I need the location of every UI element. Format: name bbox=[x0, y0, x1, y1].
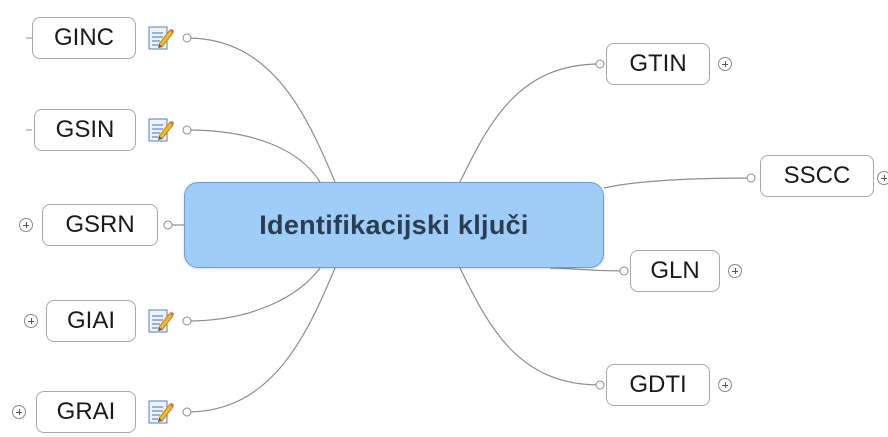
topic-grai[interactable]: GRAI bbox=[36, 391, 136, 433]
central-topic[interactable]: Identifikacijski ključi bbox=[184, 182, 604, 268]
plus-circle-icon[interactable] bbox=[718, 378, 732, 392]
topic-label: GDTI bbox=[629, 371, 687, 398]
plus-circle-icon[interactable] bbox=[19, 218, 33, 232]
connector-dot-gdti bbox=[595, 380, 605, 390]
connector-gtin bbox=[459, 63, 601, 183]
plus-circle-icon[interactable] bbox=[877, 171, 888, 185]
central-topic-label: Identifikacijski ključi bbox=[259, 209, 529, 240]
connector-dot-giai bbox=[182, 316, 192, 326]
note-pencil-icon[interactable] bbox=[146, 116, 174, 144]
topic-label: GLN bbox=[650, 257, 700, 284]
topic-gdti[interactable]: GDTI bbox=[606, 364, 710, 406]
connector-grai bbox=[186, 267, 336, 413]
note-pencil-icon[interactable] bbox=[146, 307, 174, 335]
plus-circle-icon[interactable] bbox=[718, 57, 732, 71]
topic-label: GIAI bbox=[66, 307, 115, 334]
topic-label: GINC bbox=[54, 24, 114, 51]
connector-dot-grai bbox=[182, 407, 192, 417]
topic-gsrn[interactable]: GSRN bbox=[42, 204, 158, 246]
note-pencil-icon[interactable] bbox=[146, 24, 174, 52]
connector-dot-gln bbox=[619, 266, 629, 276]
topic-gsin[interactable]: GSIN bbox=[34, 109, 136, 151]
connector-dot-gtin bbox=[595, 59, 605, 69]
connector-dot-ginc bbox=[182, 33, 192, 43]
topic-label: GSRN bbox=[65, 211, 135, 238]
connector-dot-sscc bbox=[746, 173, 756, 183]
connector-dot-gsrn bbox=[163, 220, 173, 230]
plus-circle-icon[interactable] bbox=[728, 264, 742, 278]
connector-giai bbox=[186, 267, 321, 322]
connector-ginc bbox=[186, 37, 336, 183]
topic-label: SSCC bbox=[783, 162, 851, 189]
topic-ginc[interactable]: GINC bbox=[32, 17, 136, 59]
topic-gtin[interactable]: GTIN bbox=[606, 43, 710, 85]
topic-gln[interactable]: GLN bbox=[630, 250, 720, 292]
topic-giai[interactable]: GIAI bbox=[46, 300, 136, 342]
plus-circle-icon[interactable] bbox=[12, 405, 26, 419]
connector-sscc bbox=[603, 177, 752, 189]
note-pencil-icon[interactable] bbox=[146, 398, 174, 426]
connector-gsin bbox=[186, 129, 321, 183]
topic-label: GTIN bbox=[629, 50, 687, 77]
connector-gln bbox=[549, 267, 625, 272]
connector-gdti bbox=[459, 267, 601, 386]
topic-label: GRAI bbox=[56, 398, 116, 425]
connector-dot-gsin bbox=[182, 125, 192, 135]
topic-sscc[interactable]: SSCC bbox=[760, 155, 874, 197]
plus-circle-icon[interactable] bbox=[24, 314, 38, 328]
topic-label: GSIN bbox=[55, 116, 115, 143]
